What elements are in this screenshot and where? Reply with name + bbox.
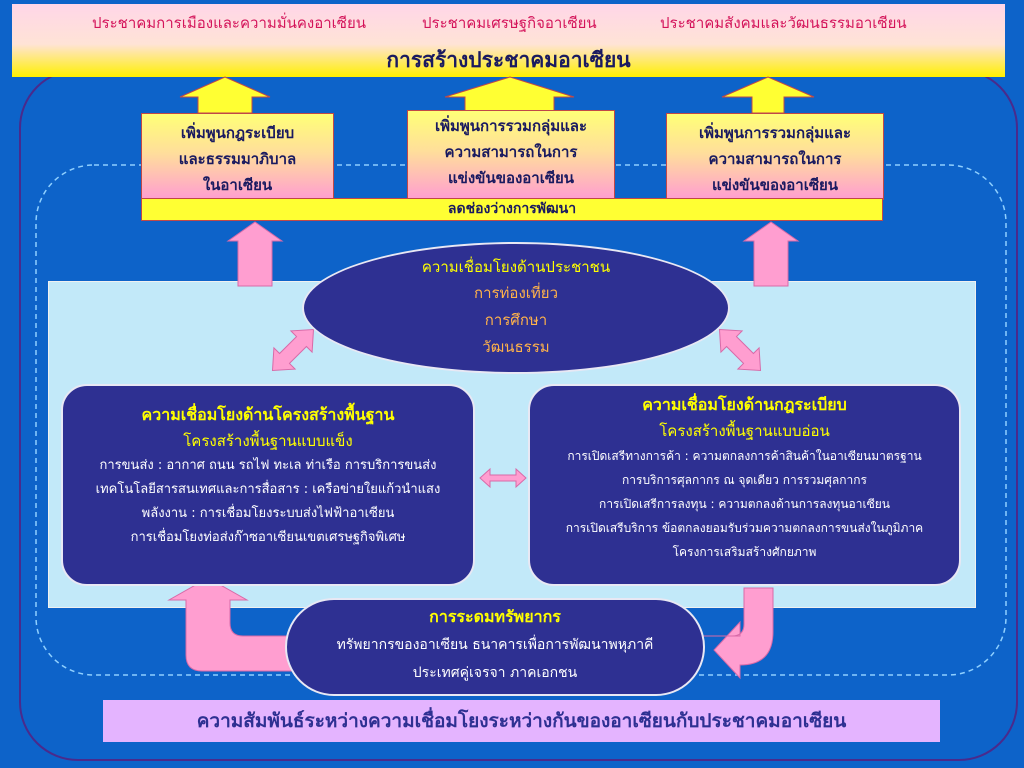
goal-line: ในอาเซียน	[202, 176, 273, 194]
top-banner: ประชาคมการเมืองและความมั่นคงอาเซียน ประช…	[12, 4, 1005, 77]
institutional-line: การบริการศุลกากร ณ จุดเดียว การรวมศุลกาก…	[622, 473, 867, 487]
physical-line: การขนส่ง : อากาศ ถนน รถไฟ ทะเล ท่าเรือ ก…	[99, 458, 437, 473]
institutional-connectivity-box: ความเชื่อมโยงด้านกฎระเบียบ โครงสร้างพื้น…	[528, 384, 961, 586]
goal-line: แข่งขันของอาเซียน	[447, 169, 575, 187]
physical-connectivity-subtitle: โครงสร้างพื้นฐานแบบแข็ง	[183, 432, 353, 450]
pillar-socio-cultural: ประชาคมสังคมและวัฒนธรรมอาเซียน	[660, 14, 907, 32]
pillar-economic: ประชาคมเศรษฐกิจอาเซียน	[422, 14, 597, 32]
people-item: วัฒนธรรม	[482, 338, 550, 356]
people-item: การท่องเที่ยว	[473, 284, 558, 302]
main-goal-title: การสร้างประชาคมอาเซียน	[386, 48, 631, 72]
resource-line: ประเทศคู่เจรจา ภาคเอกชน	[412, 665, 578, 681]
up-arrow-icon	[742, 221, 800, 287]
narrow-development-gap-bar: ลดช่องว่างการพัฒนา	[141, 198, 883, 221]
pillar-political-security: ประชาคมการเมืองและความมั่นคงอาเซียน	[92, 14, 367, 32]
return-arrow-icon	[167, 577, 296, 672]
double-arrow-icon	[479, 467, 527, 489]
physical-line: เทคโนโลยีสารสนเทศและการสื่อสาร : เครือข่…	[95, 482, 441, 497]
double-arrow-icon	[718, 328, 762, 372]
people-connectivity-title: ความเชื่อมโยงด้านประชาชน	[421, 258, 611, 276]
physical-line: พลังงาน : การเชื่อมโยงระบบส่งไฟฟ้าอาเซีย…	[141, 506, 395, 521]
goal-line: ความสามารถในการ	[708, 150, 842, 168]
institutional-line: การเปิดเสรีทางการค้า : ความตกลงการค้าสิน…	[567, 449, 922, 463]
up-arrow-icon	[721, 76, 815, 114]
people-item: การศึกษา	[484, 311, 548, 329]
physical-line: การเชื่อมโยงท่อส่งก๊าซอาเซียนเขตเศรษฐกิจ…	[130, 530, 406, 545]
footer-caption: ความสัมพันธ์ระหว่างความเชื่อมโยงระหว่างก…	[103, 700, 940, 742]
resource-line: ทรัพยากรของอาเซียน ธนาคารเพื่อการพัฒนาพห…	[336, 637, 654, 653]
people-connectivity-ellipse: ความเชื่อมโยงด้านประชาชน การท่องเที่ยว ก…	[302, 242, 730, 374]
goal-box-integration-center: เพิ่มพูนการรวมกลุ่มและ ความสามารถในการ แ…	[407, 110, 615, 200]
physical-connectivity-box: ความเชื่อมโยงด้านโครงสร้างพื้นฐาน โครงสร…	[61, 384, 475, 586]
institutional-line: การเปิดเสรีการลงทุน : ความตกลงด้านการลงท…	[599, 497, 890, 511]
goal-line: ความสามารถในการ	[444, 143, 578, 161]
goal-line: แข่งขันของอาเซียน	[711, 176, 839, 194]
up-arrow-icon	[179, 76, 271, 114]
goal-box-governance: เพิ่มพูนกฎระเบียบ และธรรมมาภิบาล ในอาเซี…	[141, 113, 334, 200]
goal-line: เพิ่มพูนกฎระเบียบ	[180, 124, 295, 142]
institutional-line: การเปิดเสรีบริการ ข้อตกลงยอมรับร่วมความต…	[565, 521, 924, 535]
physical-connectivity-title: ความเชื่อมโยงด้านโครงสร้างพื้นฐาน	[141, 405, 395, 424]
institutional-connectivity-subtitle: โครงสร้างพื้นฐานแบบอ่อน	[659, 422, 830, 440]
institutional-line: โครงการเสริมสร้างศักยภาพ	[672, 545, 817, 559]
up-arrow-icon	[226, 221, 284, 287]
goal-line: และธรรมมาภิบาล	[178, 150, 297, 168]
resource-mobilization-ellipse: การระดมทรัพยากร ทรัพยากรของอาเซียน ธนาคา…	[285, 598, 705, 696]
resource-mobilization-title: การระดมทรัพยากร	[429, 607, 561, 626]
return-arrow-icon	[703, 587, 774, 680]
institutional-connectivity-title: ความเชื่อมโยงด้านกฎระเบียบ	[642, 395, 847, 414]
goal-line: เพิ่มพูนการรวมกลุ่มและ	[434, 117, 588, 135]
goal-line: เพิ่มพูนการรวมกลุ่มและ	[698, 124, 852, 142]
